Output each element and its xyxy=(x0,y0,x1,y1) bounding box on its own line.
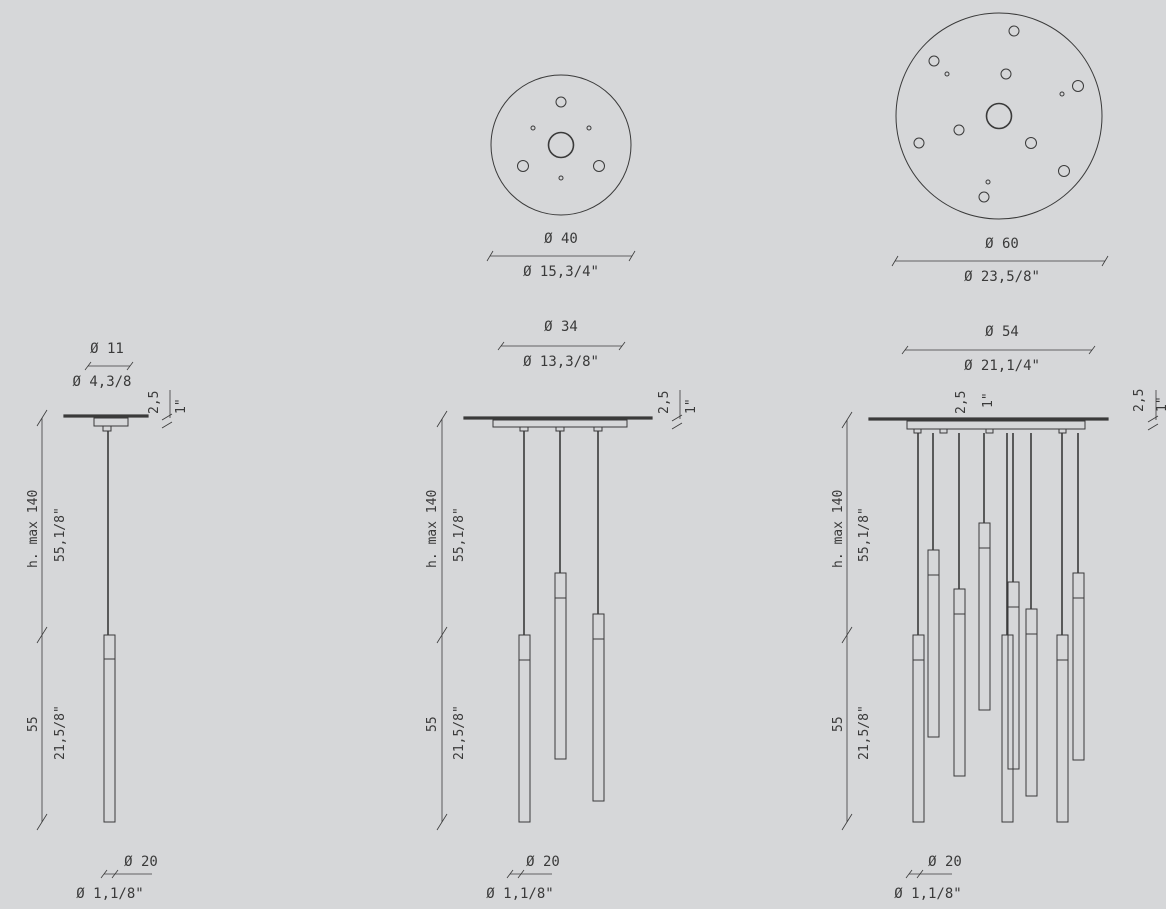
tube-length-label-in-2: 21,5/8" xyxy=(452,705,467,760)
height-max-label-in-3: 55,1/8" xyxy=(857,507,872,562)
canopy-large-label: Ø 54 xyxy=(985,324,1019,340)
canopy-medium-label-in: Ø 13,3/8" xyxy=(523,354,599,370)
canopy-height-label-3: 2,5 xyxy=(954,391,969,414)
disc-large-label-in: Ø 23,5/8" xyxy=(964,269,1040,285)
disc-medium-dimension: Ø 40 Ø 15,3/4" xyxy=(486,231,636,280)
canopy-large-label-in: Ø 21,1/4" xyxy=(964,358,1040,374)
canopy-medium-label: Ø 34 xyxy=(544,319,578,335)
height-max-label-in-2: 55,1/8" xyxy=(452,507,467,562)
tube-diameter-label-in-1: Ø 1,1/8" xyxy=(76,886,143,902)
tube-diameter-label-in-2: Ø 1,1/8" xyxy=(486,886,553,902)
tube-length-label-3: 55 xyxy=(831,716,846,732)
height-max-label-1: h. max 140 xyxy=(26,490,41,568)
tube-length-label-1: 55 xyxy=(26,716,41,732)
canopy-small-label-in: Ø 4,3/8 xyxy=(72,374,131,390)
disc-medium-label-in: Ø 15,3/4" xyxy=(523,264,599,280)
top-view-medium xyxy=(490,74,632,216)
tube-diameter-label-in-3: Ø 1,1/8" xyxy=(894,886,961,902)
tube-diameter-label-1: Ø 20 xyxy=(124,854,158,870)
disc-medium-label: Ø 40 xyxy=(544,231,578,247)
tube-diameter-label-3: Ø 20 xyxy=(928,854,962,870)
canopy-height-label-in-2: 1" xyxy=(684,398,699,414)
height-max-label-3: h. max 140 xyxy=(831,490,846,568)
height-max-label-in-1: 55,1/8" xyxy=(53,507,68,562)
canopy-small-label: Ø 11 xyxy=(90,341,124,357)
pendant-cluster: Ø 54 Ø 21,1/4" 2,5 1" xyxy=(831,324,1166,902)
tube-length-label-in-1: 21,5/8" xyxy=(53,705,68,760)
pendant-triple: Ø 34 Ø 13,3/8" 2,5 1" h. max 140 55,1/8"… xyxy=(425,319,699,902)
canopy-height-label-in-3: 1" xyxy=(981,392,996,408)
canopy-height-label-in-4: 1" xyxy=(1155,396,1166,412)
top-view-large xyxy=(895,12,1103,220)
tube-length-label-2: 55 xyxy=(425,716,440,732)
canopy-height-label-4: 2,5 xyxy=(1132,389,1147,412)
pendant-single: Ø 11 Ø 4,3/8 2,5 1" h. max 140 55,1/8" 5… xyxy=(26,341,189,902)
height-max-label-2: h. max 140 xyxy=(425,490,440,568)
disc-large-dimension: Ø 60 Ø 23,5/8" xyxy=(891,236,1109,285)
tube-diameter-label-2: Ø 20 xyxy=(526,854,560,870)
canopy-height-label-in-1: 1" xyxy=(174,398,189,414)
canopy-height-label-2: 2,5 xyxy=(657,391,672,414)
tube-length-label-in-3: 21,5/8" xyxy=(857,705,872,760)
disc-large-label: Ø 60 xyxy=(985,236,1019,252)
canopy-height-label-1: 2,5 xyxy=(147,391,162,414)
